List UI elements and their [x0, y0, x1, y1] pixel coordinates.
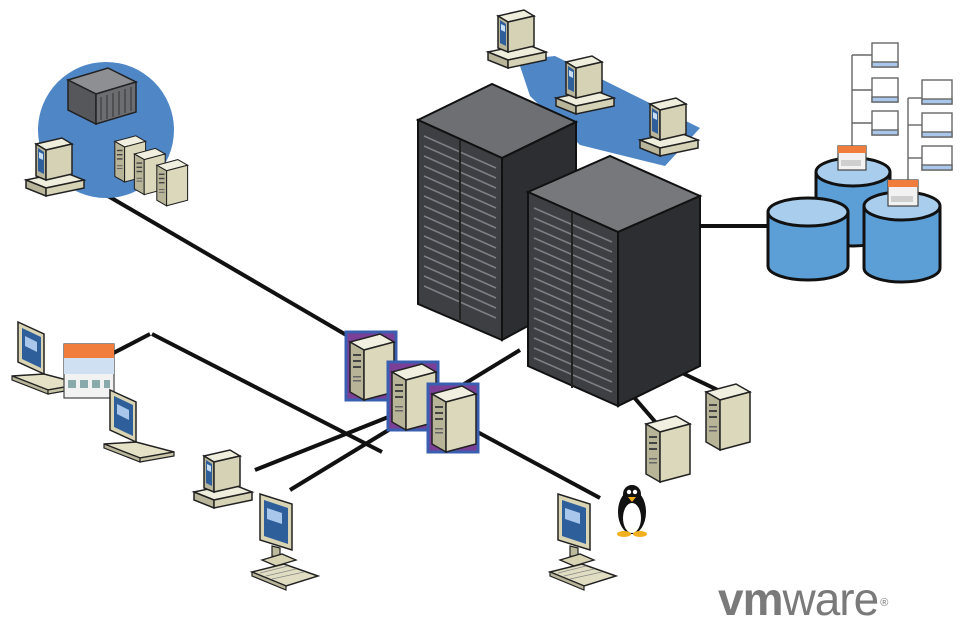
storage-group — [766, 42, 953, 284]
server-rack-front[interactable] — [525, 154, 703, 408]
app-window-icon — [63, 343, 115, 399]
file-icon — [871, 110, 899, 136]
client-laptop-with-app[interactable] — [11, 321, 115, 399]
virtual-machine-group — [346, 332, 478, 452]
desktop-computer-icon[interactable] — [193, 449, 253, 509]
file-tree — [851, 42, 953, 180]
top-desktop-group — [487, 9, 700, 166]
tower-server-icon[interactable] — [645, 415, 691, 483]
file-icon — [921, 145, 953, 171]
app-window-icon — [887, 179, 919, 207]
laptop-icon[interactable] — [103, 389, 175, 463]
tower-server-icon[interactable] — [705, 383, 751, 451]
server-rack-icon[interactable] — [65, 67, 139, 126]
file-icon — [921, 79, 953, 105]
lcd-monitor-icon[interactable] — [549, 493, 617, 591]
linux-penguin-icon — [617, 485, 647, 537]
file-icon — [921, 112, 953, 138]
desktop-computer-icon[interactable] — [487, 9, 547, 69]
file-icon — [871, 77, 899, 103]
vmware-logo: vmware® — [718, 576, 888, 622]
logo-ware-text: ware — [782, 573, 879, 625]
database-icon[interactable] — [766, 196, 850, 282]
file-icon — [871, 42, 899, 68]
logo-registered-mark: ® — [880, 597, 888, 609]
top-left-cluster — [25, 62, 189, 207]
lcd-monitor-icon[interactable] — [251, 493, 319, 591]
virtual-machine-icon[interactable] — [428, 384, 478, 452]
app-window-icon — [837, 145, 867, 171]
logo-vm-text: vm — [718, 573, 783, 625]
tower-server-icon[interactable] — [156, 159, 189, 207]
